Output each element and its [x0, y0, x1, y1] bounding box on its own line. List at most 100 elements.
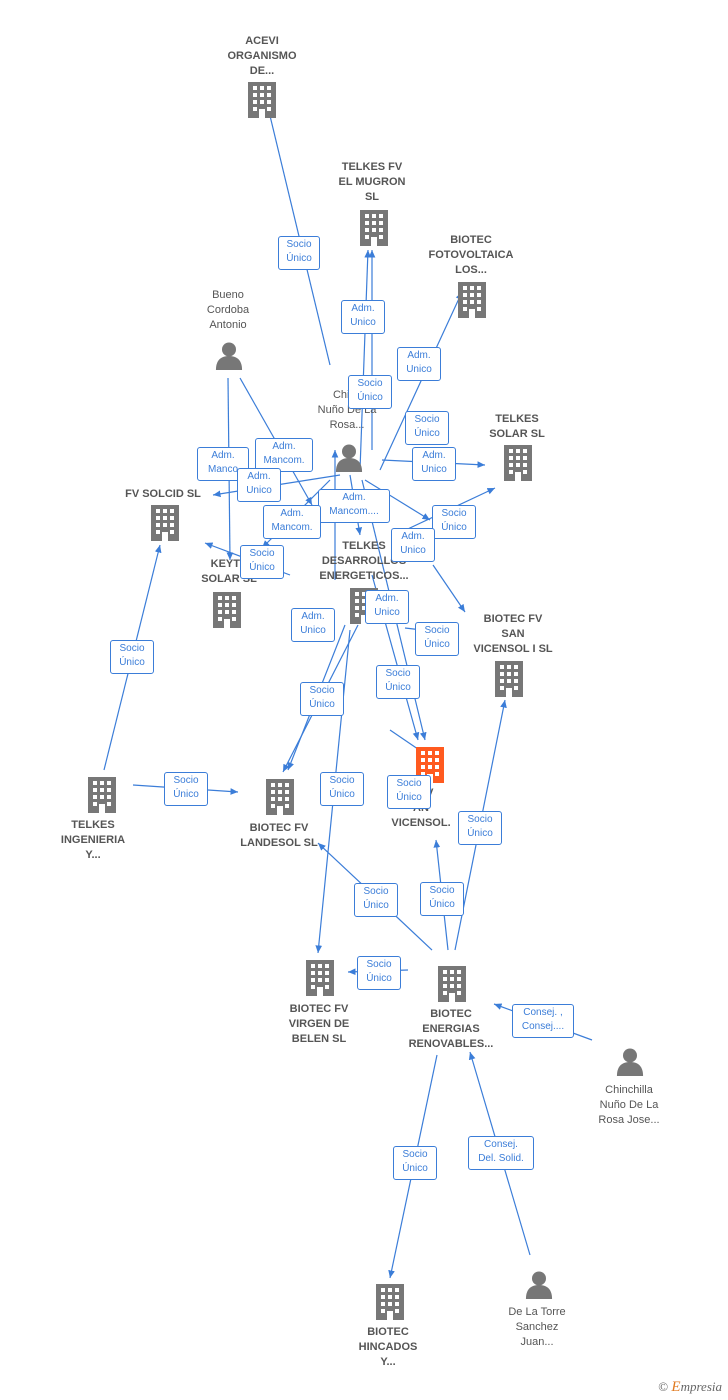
person-icon[interactable]: [525, 1271, 553, 1299]
company-building-icon[interactable]: [88, 777, 116, 813]
node-label-line: ORGANISMO: [227, 50, 297, 62]
relationship-label[interactable]: Adm.Unico: [397, 347, 441, 381]
person-icon[interactable]: [335, 444, 363, 472]
relationship-label-line: Adm.: [272, 441, 296, 452]
node-label-line: DE...: [249, 65, 275, 77]
node-label-line: VICENSOL I SL: [473, 643, 553, 655]
relationship-label-line: Unico: [400, 545, 426, 556]
node-label-line: ENERGETICOS...: [319, 570, 409, 582]
relationship-edge: [364, 479, 431, 521]
node-label-line: Y...: [85, 849, 101, 861]
node-label-line: Chinchilla: [605, 1084, 653, 1096]
relationship-label-line: Socio: [396, 778, 422, 789]
relationship-label-line: Único: [366, 973, 392, 984]
relationship-label-line: Socio: [357, 378, 383, 389]
company-building-icon[interactable]: [376, 1284, 404, 1320]
company-building-icon[interactable]: [438, 966, 466, 1002]
company-building-icon[interactable]: [360, 210, 388, 246]
company-building-icon[interactable]: [495, 661, 523, 697]
person-icon[interactable]: [215, 342, 243, 370]
node-label-line: EL MUGRON: [338, 176, 406, 188]
node-label-line: BIOTEC FV: [483, 613, 543, 625]
relationship-label[interactable]: Adm.Unico: [291, 608, 335, 642]
node-label-line: BIOTEC: [367, 1326, 409, 1338]
node-label-line: ENERGIAS: [422, 1023, 480, 1035]
logo-e: E: [671, 1379, 681, 1395]
relationship-label[interactable]: Adm.Unico: [341, 300, 385, 334]
relationship-label-line: Mancom.: [263, 455, 305, 466]
relationship-label-line: Único: [396, 792, 422, 803]
relationship-label-line: Socio: [309, 685, 335, 696]
node-label-line: INGENIERIA: [60, 834, 126, 846]
node-label-line: RENOVABLES...: [408, 1038, 494, 1050]
relationship-label[interactable]: Adm. Mancom.: [255, 438, 313, 472]
empresia-logo: © Empresia: [658, 1379, 722, 1396]
relationship-label-line: Socio: [441, 508, 467, 519]
relationship-label[interactable]: Adm.Unico: [365, 590, 409, 624]
relationship-label-line: Unico: [350, 317, 376, 328]
relationship-label-line: Socio: [402, 1149, 428, 1160]
company-building-icon[interactable]: [266, 779, 294, 815]
relationship-label[interactable]: Adm.Mancom....: [318, 489, 390, 523]
relationship-label[interactable]: Adm.Mancom.: [263, 505, 321, 539]
node-label-line: FV SOLCID SL: [125, 488, 201, 500]
company-building-icon[interactable]: [213, 592, 241, 628]
company-label-fvsolcid[interactable]: FV SOLCID SL: [125, 487, 201, 502]
relationship-label-line: Socio: [366, 959, 392, 970]
company-building-icon[interactable]: [248, 82, 276, 118]
relationship-label-line: Unico: [421, 464, 447, 475]
relationship-label[interactable]: Adm.Unico: [237, 468, 281, 502]
company-building-icon[interactable]: [151, 505, 179, 541]
node-label-line: VICENSOL.: [391, 817, 451, 829]
relationship-label[interactable]: Consej.Del. Solid.: [468, 1136, 534, 1170]
relationship-label-line: Mancom.: [271, 522, 313, 533]
logo-wordmark: mpresia: [680, 1379, 722, 1394]
relationship-label-line: Adm.: [375, 593, 399, 604]
relationship-label[interactable]: Consej. ,Consej....: [512, 1004, 574, 1038]
relationship-edge: [359, 249, 372, 471]
relationship-label[interactable]: Adm.Unico: [412, 447, 456, 481]
company-building-icon[interactable]: [458, 282, 486, 318]
relationship-label-line: Adm.: [407, 350, 431, 361]
node-label-line: Nuño De La: [599, 1099, 659, 1111]
node-label-line: Sanchez: [515, 1321, 559, 1333]
person-icon[interactable]: [616, 1048, 644, 1076]
copyright-symbol: ©: [658, 1379, 669, 1394]
relationship-label-line: Socio: [173, 775, 199, 786]
relationship-label[interactable]: Adm.Unico: [391, 528, 435, 562]
company-building-icon[interactable]: [504, 445, 532, 481]
company-building-icon[interactable]: [306, 960, 334, 996]
node-label-line: BIOTEC: [450, 234, 492, 246]
